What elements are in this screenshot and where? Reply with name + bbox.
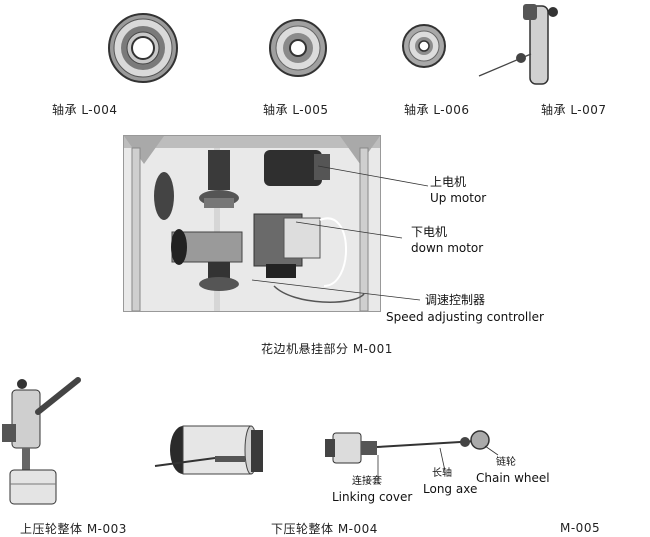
- chain-wheel-label-en: Chain wheel: [476, 471, 550, 485]
- bearing-l005-caption: 轴承 L-005: [263, 103, 329, 117]
- long-axe-label-cn: 长轴: [432, 468, 452, 479]
- up-motor-label-en: Up motor: [430, 191, 487, 205]
- chain-wheel-label-cn: 链轮: [496, 457, 516, 468]
- m004-image: [154, 425, 263, 475]
- linking-cover-label-en: Linking cover: [332, 490, 413, 504]
- bearing-l006-caption: 轴承 L-006: [404, 103, 470, 117]
- long-axe-label-en: Long axe: [423, 482, 478, 496]
- bearing-l007-caption: 轴承 L-007: [541, 103, 607, 117]
- m004-caption: 下压轮整体 M-004: [271, 522, 378, 536]
- machine-photo: [123, 135, 381, 312]
- linking-cover-label-cn: 连接套: [352, 476, 382, 487]
- speed-controller-label-en: Speed adjusting controller: [386, 310, 544, 324]
- bearing-l004-caption: 轴承 L-004: [52, 103, 118, 117]
- speed-controller-label-cn: 调速控制器: [425, 293, 486, 307]
- bearing-l006-image: [402, 24, 446, 68]
- bearing-l004-image: [108, 13, 178, 83]
- m005-image: [325, 430, 490, 464]
- m003-caption: 上压轮整体 M-003: [20, 522, 127, 536]
- m003-image: [2, 377, 81, 505]
- bearing-l007-image: [478, 4, 558, 85]
- up-motor-label-cn: 上电机: [430, 175, 467, 189]
- m005-caption: M-005: [560, 521, 601, 535]
- main-figure-caption: 花边机悬挂部分 M-001: [261, 342, 393, 356]
- bearing-l005-image: [269, 19, 327, 77]
- down-motor-label-cn: 下电机: [411, 225, 448, 239]
- down-motor-label-en: down motor: [411, 241, 484, 255]
